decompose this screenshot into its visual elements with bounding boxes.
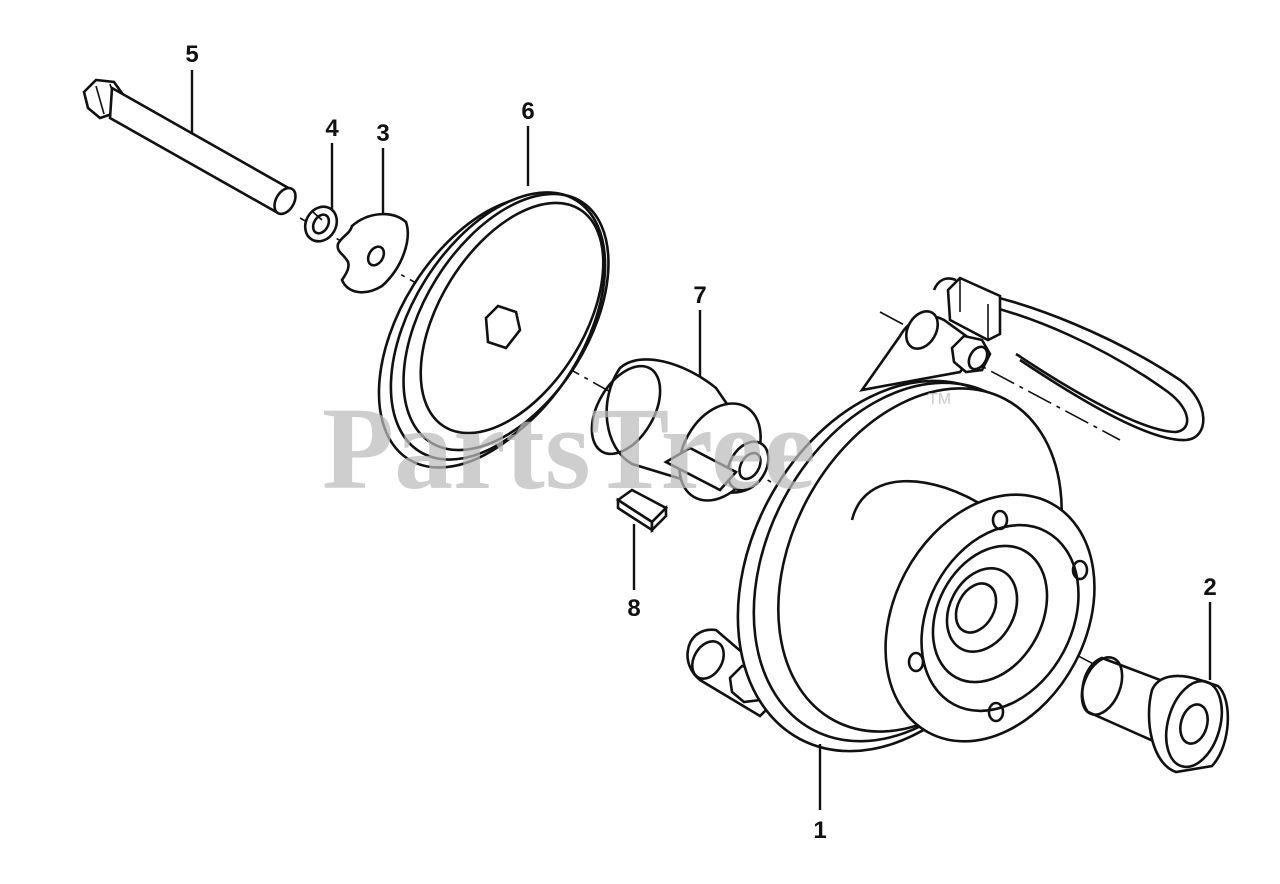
lock-washer-part[interactable]	[299, 201, 343, 247]
watermark: PartsTree TM	[322, 383, 951, 514]
callout-7[interactable]: 7	[693, 282, 706, 309]
callout-5[interactable]: 5	[185, 41, 198, 68]
key-part[interactable]	[615, 488, 669, 534]
hub-part[interactable]	[578, 354, 777, 515]
bolt-part[interactable]	[82, 78, 300, 218]
watermark-text: PartsTree	[322, 383, 816, 514]
retainer-part[interactable]	[336, 212, 409, 294]
bushing-part[interactable]	[1074, 651, 1231, 774]
pulley-part[interactable]	[334, 155, 651, 506]
callout-1[interactable]: 1	[813, 817, 826, 844]
callout-4[interactable]: 4	[325, 115, 339, 142]
callout-6[interactable]: 6	[521, 98, 534, 125]
leader-lines	[190, 70, 1212, 810]
callout-2[interactable]: 2	[1203, 574, 1216, 601]
watermark-trademark: TM	[928, 391, 951, 408]
callout-3[interactable]: 3	[376, 120, 389, 147]
callout-8[interactable]: 8	[627, 595, 640, 622]
callout-labels: 5 4 3 6 7 8 1 2	[185, 41, 1216, 844]
clutch-part[interactable]	[676, 276, 1205, 805]
